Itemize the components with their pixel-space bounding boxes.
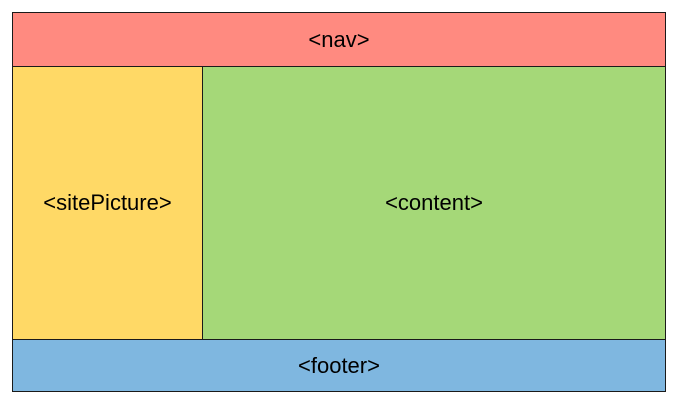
footer-label: <footer> (298, 352, 380, 378)
nav-region: <nav> (13, 13, 665, 67)
content-region: <content> (203, 67, 665, 340)
site-picture-label: <sitePicture> (43, 190, 172, 215)
footer-region: <footer> (13, 340, 665, 391)
content-label: <content> (385, 190, 483, 215)
site-picture-region: <sitePicture> (13, 67, 203, 340)
nav-label: <nav> (308, 26, 370, 52)
page-layout-diagram: <nav> <sitePicture> <content> <footer> (12, 12, 666, 392)
